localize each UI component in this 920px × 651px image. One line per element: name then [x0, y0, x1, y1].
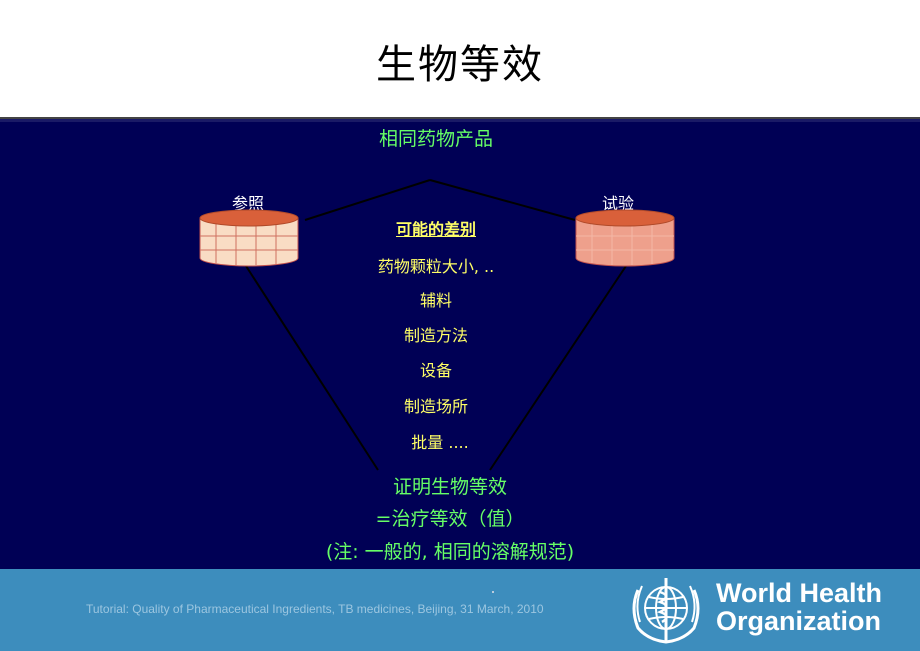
header-divider: [0, 117, 920, 119]
conclusion-line-2: =治疗等效（值）: [375, 508, 525, 530]
test-label: 试验: [602, 194, 635, 213]
who-org-line-2: Organization: [716, 606, 882, 636]
test-cylinder-icon: [575, 209, 675, 267]
reference-cylinder-icon: [199, 209, 299, 267]
slide-header: 生物等效: [0, 0, 920, 119]
footer-citation: Tutorial: Quality of Pharmaceutical Ingr…: [86, 602, 544, 616]
difference-item: 设备: [419, 361, 452, 380]
who-org-name: World Health Organization: [716, 579, 882, 635]
difference-item: 制造方法: [403, 326, 468, 345]
difference-item: 辅料: [419, 291, 452, 310]
difference-item: 药物颗粒大小, ..: [377, 257, 495, 276]
decorative-dot: [492, 591, 494, 593]
same-product-label: 相同药物产品: [378, 128, 493, 150]
difference-item: 制造场所: [403, 397, 468, 416]
who-org-line-1: World Health: [716, 578, 883, 608]
conclusion-line-1: 证明生物等效: [392, 476, 507, 498]
slide-body: [0, 119, 920, 572]
slide-title: 生物等效: [376, 42, 544, 88]
difference-item: 批量 ....: [411, 433, 469, 452]
differences-title: 可能的差别: [395, 220, 476, 239]
conclusion-line-3: (注: 一般的, 相同的溶解规范): [325, 541, 575, 563]
slide-footer: Tutorial: Quality of Pharmaceutical Ingr…: [0, 569, 920, 651]
reference-label: 参照: [232, 194, 265, 213]
who-emblem-icon: [632, 578, 700, 644]
